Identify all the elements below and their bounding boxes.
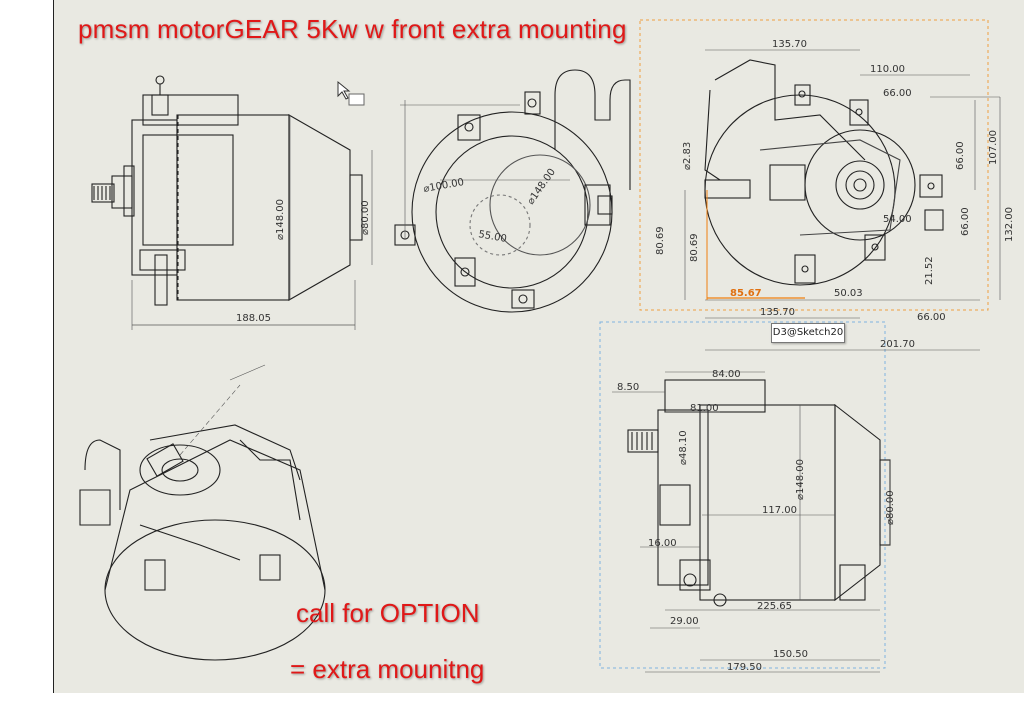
dim-right-66d: 66.00 bbox=[917, 312, 946, 323]
cursor-icon bbox=[337, 80, 365, 106]
option-note-line2: = extra mounitng bbox=[290, 654, 485, 684]
dim-right-8567: 85.67 bbox=[730, 288, 762, 299]
right-view bbox=[684, 49, 1001, 351]
dim-lower-150: 150.50 bbox=[773, 649, 808, 660]
dim-lower-d148: ⌀148.00 bbox=[795, 459, 806, 500]
dim-lower-16: 16.00 bbox=[648, 538, 677, 549]
dim-right-66b: 66.00 bbox=[955, 141, 966, 170]
dim-lower-81: 81.00 bbox=[690, 403, 719, 414]
dim-right-5003: 50.03 bbox=[834, 288, 863, 299]
dim-right-54: 54.00 bbox=[883, 214, 912, 225]
dim-side-dia148: ⌀148.00 bbox=[275, 199, 286, 240]
dim-right-2152: 21.52 bbox=[924, 256, 935, 285]
side-view bbox=[91, 75, 373, 330]
dim-lower-850: 8.50 bbox=[617, 382, 639, 393]
dim-lower-117: 117.00 bbox=[762, 505, 797, 516]
dim-right-132: 132.00 bbox=[1004, 207, 1015, 242]
sketch-tag[interactable]: D3@Sketch20 bbox=[771, 323, 845, 343]
dim-right-135-top: 135.70 bbox=[772, 39, 807, 50]
dim-right-66a: 66.00 bbox=[883, 88, 912, 99]
dim-right-110: 110.00 bbox=[870, 64, 905, 75]
dim-lower-d48: ⌀48.10 bbox=[678, 430, 689, 465]
option-note-line1: call for OPTION bbox=[296, 598, 480, 628]
dim-front-dia100: ⌀100.00 bbox=[423, 177, 465, 195]
dim-right-66c: 66.00 bbox=[960, 207, 971, 236]
dim-side-length: 188.05 bbox=[236, 313, 271, 324]
dim-right-8069a: 80.69 bbox=[655, 226, 666, 255]
isometric-view bbox=[79, 364, 326, 661]
dim-front-small: 55.00 bbox=[477, 229, 507, 245]
front-view bbox=[394, 69, 631, 313]
dim-right-107: 107.00 bbox=[988, 130, 999, 165]
dim-right-8069b: 80.69 bbox=[689, 233, 700, 262]
dim-right-d283: ⌀2.83 bbox=[682, 142, 693, 170]
dim-right-2017: 201.70 bbox=[880, 339, 915, 350]
dim-right-135-bot: 135.70 bbox=[760, 307, 795, 318]
dim-lower-225: 225.65 bbox=[757, 601, 792, 612]
dim-side-dia80: ⌀80.00 bbox=[360, 200, 371, 235]
orange-selection-box bbox=[639, 19, 989, 311]
dim-lower-84: 84.00 bbox=[712, 369, 741, 380]
dim-lower-179: 179.50 bbox=[727, 662, 762, 673]
drawing-title: pmsm motorGEAR 5Kw w front extra mountin… bbox=[78, 14, 627, 44]
dim-front-dia148: ⌀148.00 bbox=[525, 167, 558, 207]
lower-side-view bbox=[612, 371, 891, 673]
dim-lower-d80: ⌀80.00 bbox=[885, 490, 896, 525]
blue-selection-box bbox=[599, 321, 886, 669]
dim-lower-29: 29.00 bbox=[670, 616, 699, 627]
